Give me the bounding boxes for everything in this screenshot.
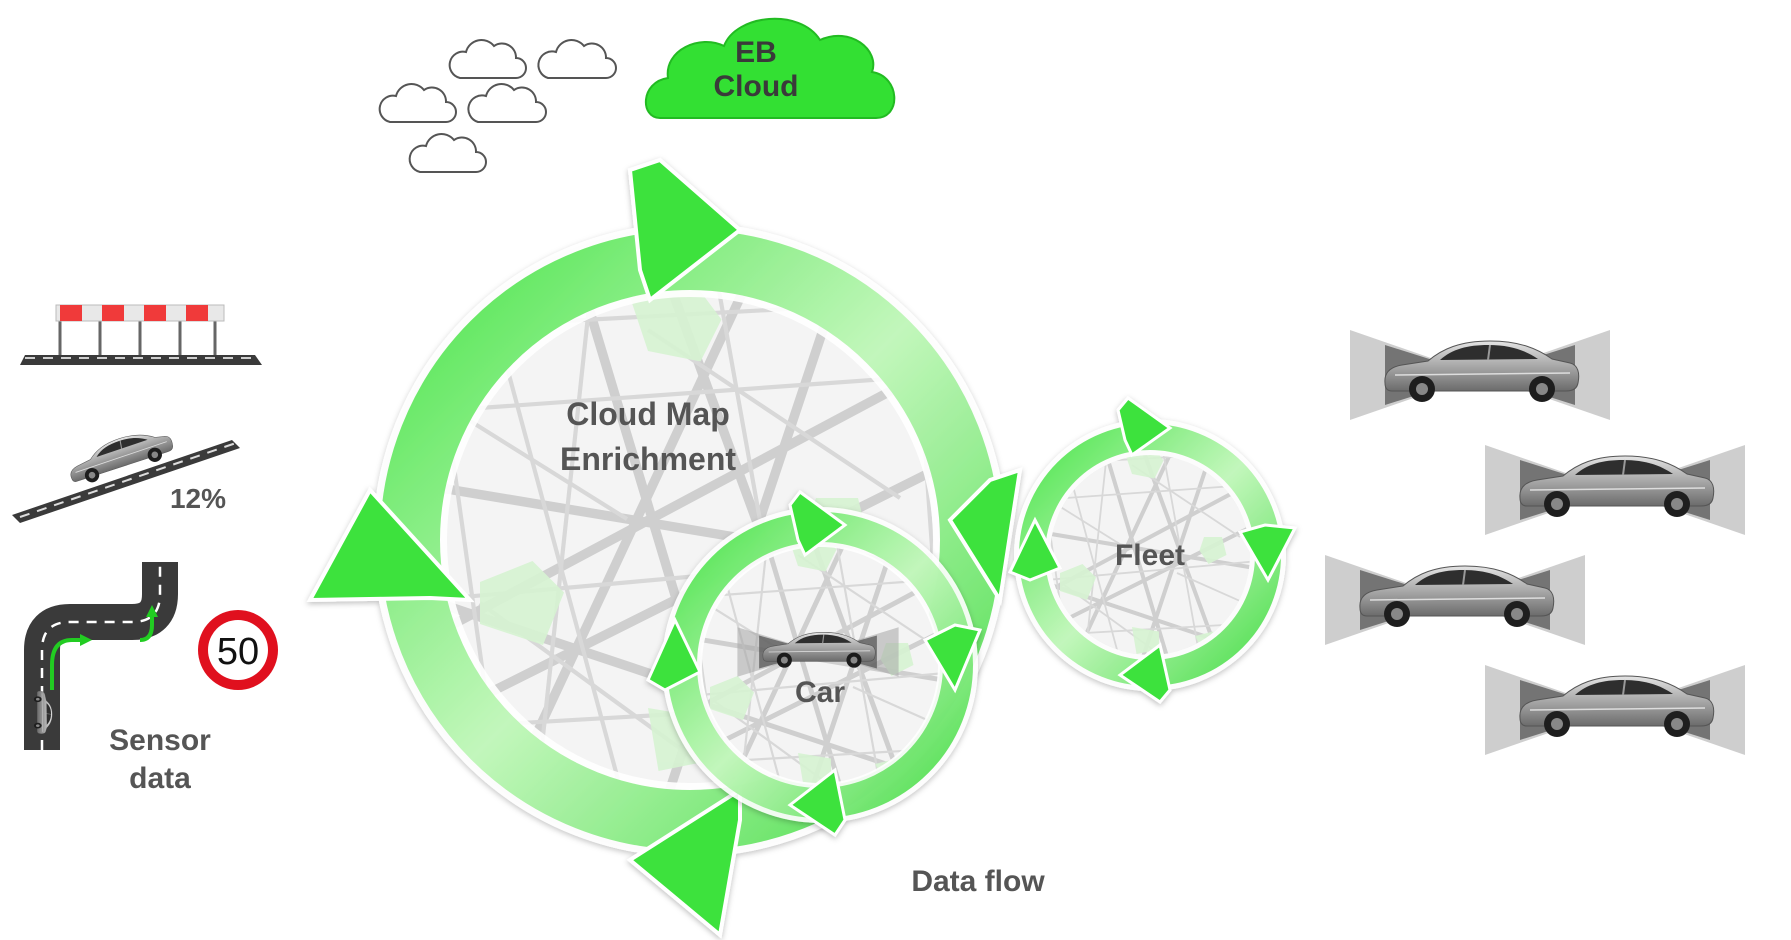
fleet-arrow-top-icon <box>1116 395 1173 458</box>
arrow-left-icon <box>306 486 475 603</box>
road-barrier-icon <box>20 304 262 365</box>
cloud-outline-icon <box>378 83 457 123</box>
fleet-cycle-label: Fleet <box>1115 539 1185 572</box>
fleet-vehicles <box>1325 330 1745 755</box>
speed-limit-value: 50 <box>217 631 259 673</box>
fleet-car-1 <box>1350 330 1610 420</box>
cloud-outline-icon <box>537 39 617 79</box>
decorative-clouds <box>378 39 617 173</box>
cloud-outline-icon <box>467 83 547 123</box>
fleet-car-4 <box>1485 665 1745 755</box>
car-arrow-top-icon <box>788 489 848 558</box>
fleet-cycle: Fleet <box>1007 395 1298 705</box>
slope-icon <box>12 422 240 523</box>
speed-limit-sign-icon: 50 <box>198 610 278 690</box>
fleet-arrow-right-icon <box>1237 523 1298 584</box>
cloud-title-line1: EB <box>735 36 777 69</box>
fleet-car-icon <box>1518 675 1715 738</box>
car-arrow-right-icon <box>922 623 983 694</box>
car-arrow-bottom-icon <box>787 767 847 838</box>
arrow-top-icon <box>627 157 744 304</box>
grade-label: 12% <box>170 483 226 514</box>
cloud-title-line2: Cloud <box>714 70 799 103</box>
cloud-outline-icon <box>448 39 527 79</box>
main-cycle-title-line2: Enrichment <box>560 441 736 477</box>
cloud-outline-icon <box>408 133 487 173</box>
car-cycle-label: Car <box>795 676 845 709</box>
car-arrow-left-icon <box>646 616 702 692</box>
fleet-car-icon <box>1518 455 1715 518</box>
fleet-car-3 <box>1325 555 1585 645</box>
fleet-car-icon <box>1358 565 1555 628</box>
green-cloud-icon <box>645 17 896 119</box>
sensor-caption-line1: Sensor <box>109 724 211 757</box>
sensor-data-panel: 12% 50 Sensor data <box>12 304 278 795</box>
fleet-arrow-bottom-icon <box>1117 642 1172 705</box>
fleet-car-2 <box>1485 445 1745 535</box>
arrow-right-icon <box>947 467 1023 606</box>
sensor-caption-line2: data <box>129 762 191 795</box>
curved-road-icon <box>24 562 178 750</box>
car-cycle: Car <box>646 489 983 838</box>
eb-cloud: EB Cloud <box>645 17 896 119</box>
data-flow-label: Data flow <box>911 865 1045 898</box>
fleet-arrow-left-icon <box>1007 516 1063 582</box>
fleet-car-icon <box>1383 340 1580 403</box>
main-cycle-title-line1: Cloud Map <box>566 396 730 432</box>
